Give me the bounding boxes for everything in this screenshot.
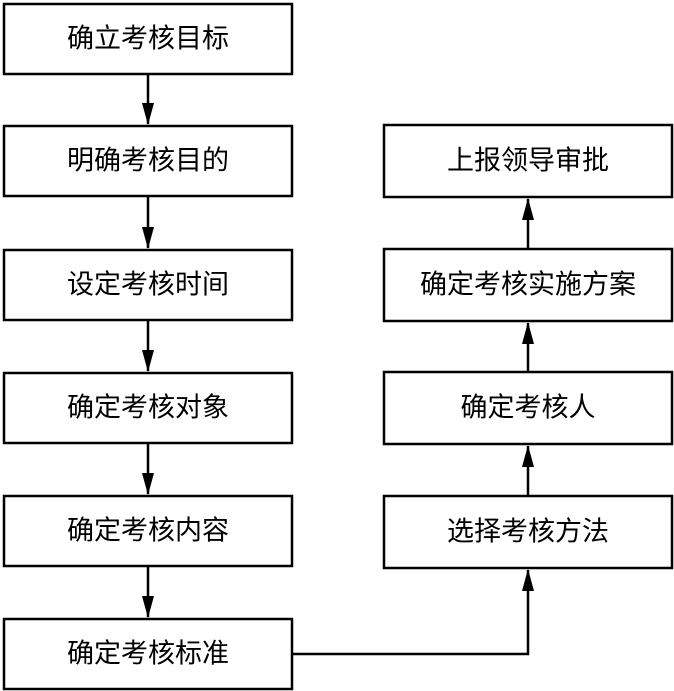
- box-frame: [2, 494, 294, 568]
- box-label: 选择考核方法: [447, 517, 609, 548]
- box-label: 确定考核标准: [67, 639, 229, 670]
- process-box: 选择考核方法: [382, 494, 674, 570]
- arrow-up-icon: [522, 198, 534, 220]
- process-box: 确定考核实施方案: [382, 247, 674, 323]
- process-box: 确立考核目标: [2, 2, 294, 76]
- box-frame: [2, 248, 294, 322]
- box-label: 确定考核实施方案: [420, 270, 636, 301]
- arrow-up-icon: [522, 322, 534, 344]
- box-frame: [382, 494, 674, 570]
- box-frame: [382, 247, 674, 323]
- process-box: 确定考核对象: [2, 371, 294, 445]
- arrow-up-icon: [522, 445, 534, 467]
- arrow-down-icon: [142, 227, 154, 249]
- box-frame: [382, 370, 674, 446]
- process-box: 确定考核人: [382, 370, 674, 446]
- arrow-up-icon: [522, 569, 534, 591]
- box-frame: [2, 617, 294, 691]
- arrow-down-icon: [142, 103, 154, 125]
- box-label: 确定考核内容: [67, 516, 229, 547]
- arrow-down-icon: [142, 473, 154, 495]
- process-box: 确定考核内容: [2, 494, 294, 568]
- process-box: 明确考核目的: [2, 124, 294, 198]
- connectors: [142, 74, 534, 656]
- box-label: 上报领导审批: [447, 146, 609, 177]
- arrow-down-icon: [142, 596, 154, 618]
- arrow-down-icon: [142, 350, 154, 372]
- box-label: 确定考核人: [461, 393, 596, 424]
- box-frame: [2, 371, 294, 445]
- box-label: 明确考核目的: [67, 146, 229, 177]
- box-label: 设定考核时间: [67, 270, 229, 301]
- box-label: 确立考核目标: [67, 24, 229, 55]
- process-box: 设定考核时间: [2, 248, 294, 322]
- box-frame: [2, 124, 294, 198]
- box-label: 确定考核对象: [67, 393, 229, 424]
- process-box: 确定考核标准: [2, 617, 294, 691]
- connector-line: [292, 570, 530, 656]
- process-box: 上报领导审批: [382, 123, 674, 199]
- box-frame: [382, 123, 674, 199]
- box-frame: [2, 2, 294, 76]
